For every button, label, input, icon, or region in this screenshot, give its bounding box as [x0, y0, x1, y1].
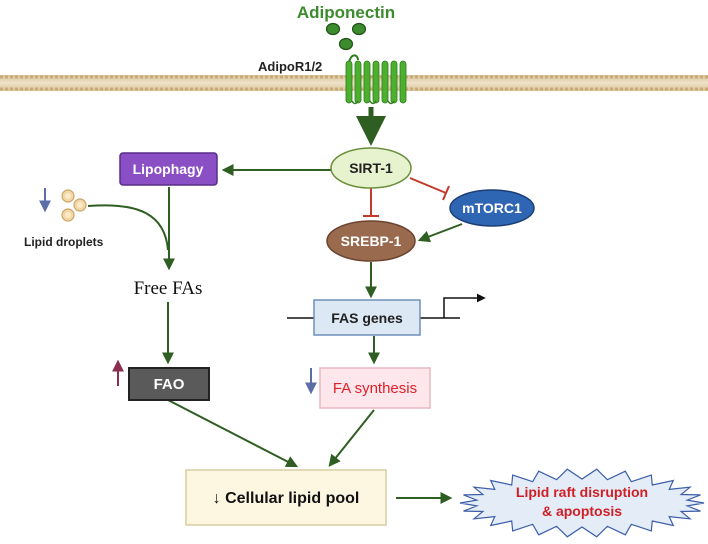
adipor-label: AdipoR1/2 — [258, 59, 322, 74]
arrow-mtorc1-to-srebp1 — [417, 223, 463, 243]
adiponectin-molecules — [325, 22, 367, 51]
adipor-receptor-icon — [345, 54, 407, 105]
lipophagy-label: Lipophagy — [133, 161, 204, 177]
cell-membrane — [0, 75, 708, 91]
outcome-line1: Lipid raft disruption — [516, 484, 648, 500]
fas-genes-label: FAS genes — [331, 310, 403, 326]
node-fa-synthesis: FA synthesis — [319, 367, 431, 409]
node-srebp1: SREBP-1 — [326, 220, 416, 262]
promoter-arrow-icon — [443, 293, 486, 318]
lipid-droplets-icon — [61, 189, 87, 222]
connectors — [87, 107, 463, 504]
lipid-pool-label: ↓ Cellular lipid pool — [213, 490, 360, 507]
node-fas-genes: FAS genes — [287, 293, 486, 336]
arrow-lipiddroplets-to-freefas — [87, 204, 169, 251]
mtorc1-label: mTORC1 — [462, 200, 522, 216]
fao-label: FAO — [154, 376, 185, 393]
outcome-starburst-shape — [459, 468, 705, 538]
srebp1-label: SREBP-1 — [341, 233, 402, 249]
sirt1-label: SIRT-1 — [349, 160, 393, 176]
free-fas-label: Free FAs — [134, 278, 203, 299]
node-cellular-lipid-pool: ↓ Cellular lipid pool — [185, 469, 387, 526]
adiponectin-label: Adiponectin — [297, 3, 395, 22]
node-outcome: Lipid raft disruption & apoptosis — [459, 468, 705, 538]
inhibit-sirt1-to-mtorc1 — [409, 177, 447, 194]
node-lipophagy: Lipophagy — [119, 152, 218, 186]
outcome-line2: & apoptosis — [542, 503, 622, 519]
arrow-fasynthesis-to-lipidpool — [328, 409, 375, 467]
lipid-droplets-label: Lipid droplets — [24, 235, 104, 249]
node-mtorc1: mTORC1 — [449, 189, 535, 227]
arrow-fao-to-lipidpool — [167, 399, 299, 468]
node-sirt1: SIRT-1 — [330, 147, 412, 189]
node-fao: FAO — [128, 367, 210, 401]
fa-synthesis-label: FA synthesis — [333, 380, 417, 397]
